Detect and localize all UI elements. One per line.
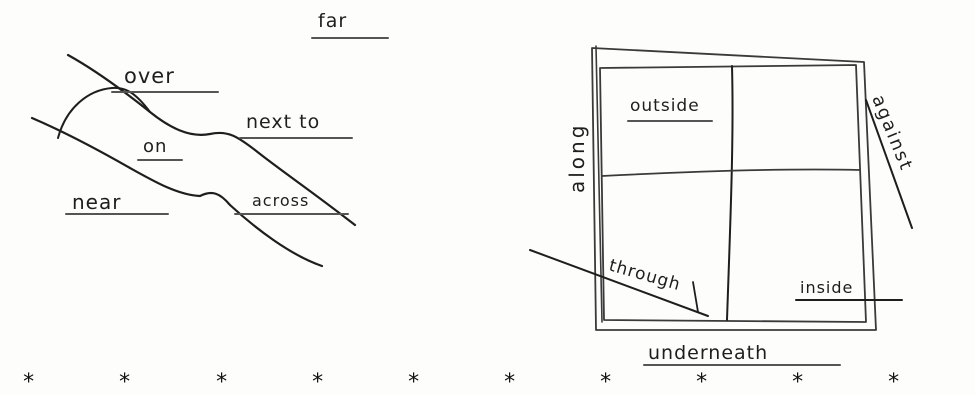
separator-star: * (599, 372, 612, 394)
word-next-to: next to (246, 113, 320, 132)
separator-star: * (695, 372, 708, 394)
word-outside: outside (630, 98, 700, 115)
word-on: on (143, 138, 167, 156)
word-near: near (72, 192, 121, 212)
bridge-arc (58, 88, 150, 138)
separator-star: * (118, 372, 131, 394)
through-tick (693, 282, 698, 312)
box-cross-vertical (727, 66, 733, 320)
word-against: against (867, 92, 917, 174)
word-inside: inside (800, 280, 853, 296)
separator-star: * (503, 372, 516, 394)
word-along: along (565, 123, 589, 193)
separator-star: * (791, 372, 804, 394)
word-over: over (124, 66, 175, 87)
word-far: far (318, 12, 347, 31)
separator-star: * (887, 372, 900, 394)
separator-star: * (311, 372, 324, 394)
word-through: through (607, 256, 683, 296)
star-separator: * * * * * * * * * * (0, 372, 975, 390)
word-across: across (252, 193, 309, 209)
separator-star: * (407, 372, 420, 394)
separator-star: * (22, 372, 35, 394)
separator-star: * (215, 372, 228, 394)
word-underneath: underneath (648, 344, 768, 363)
